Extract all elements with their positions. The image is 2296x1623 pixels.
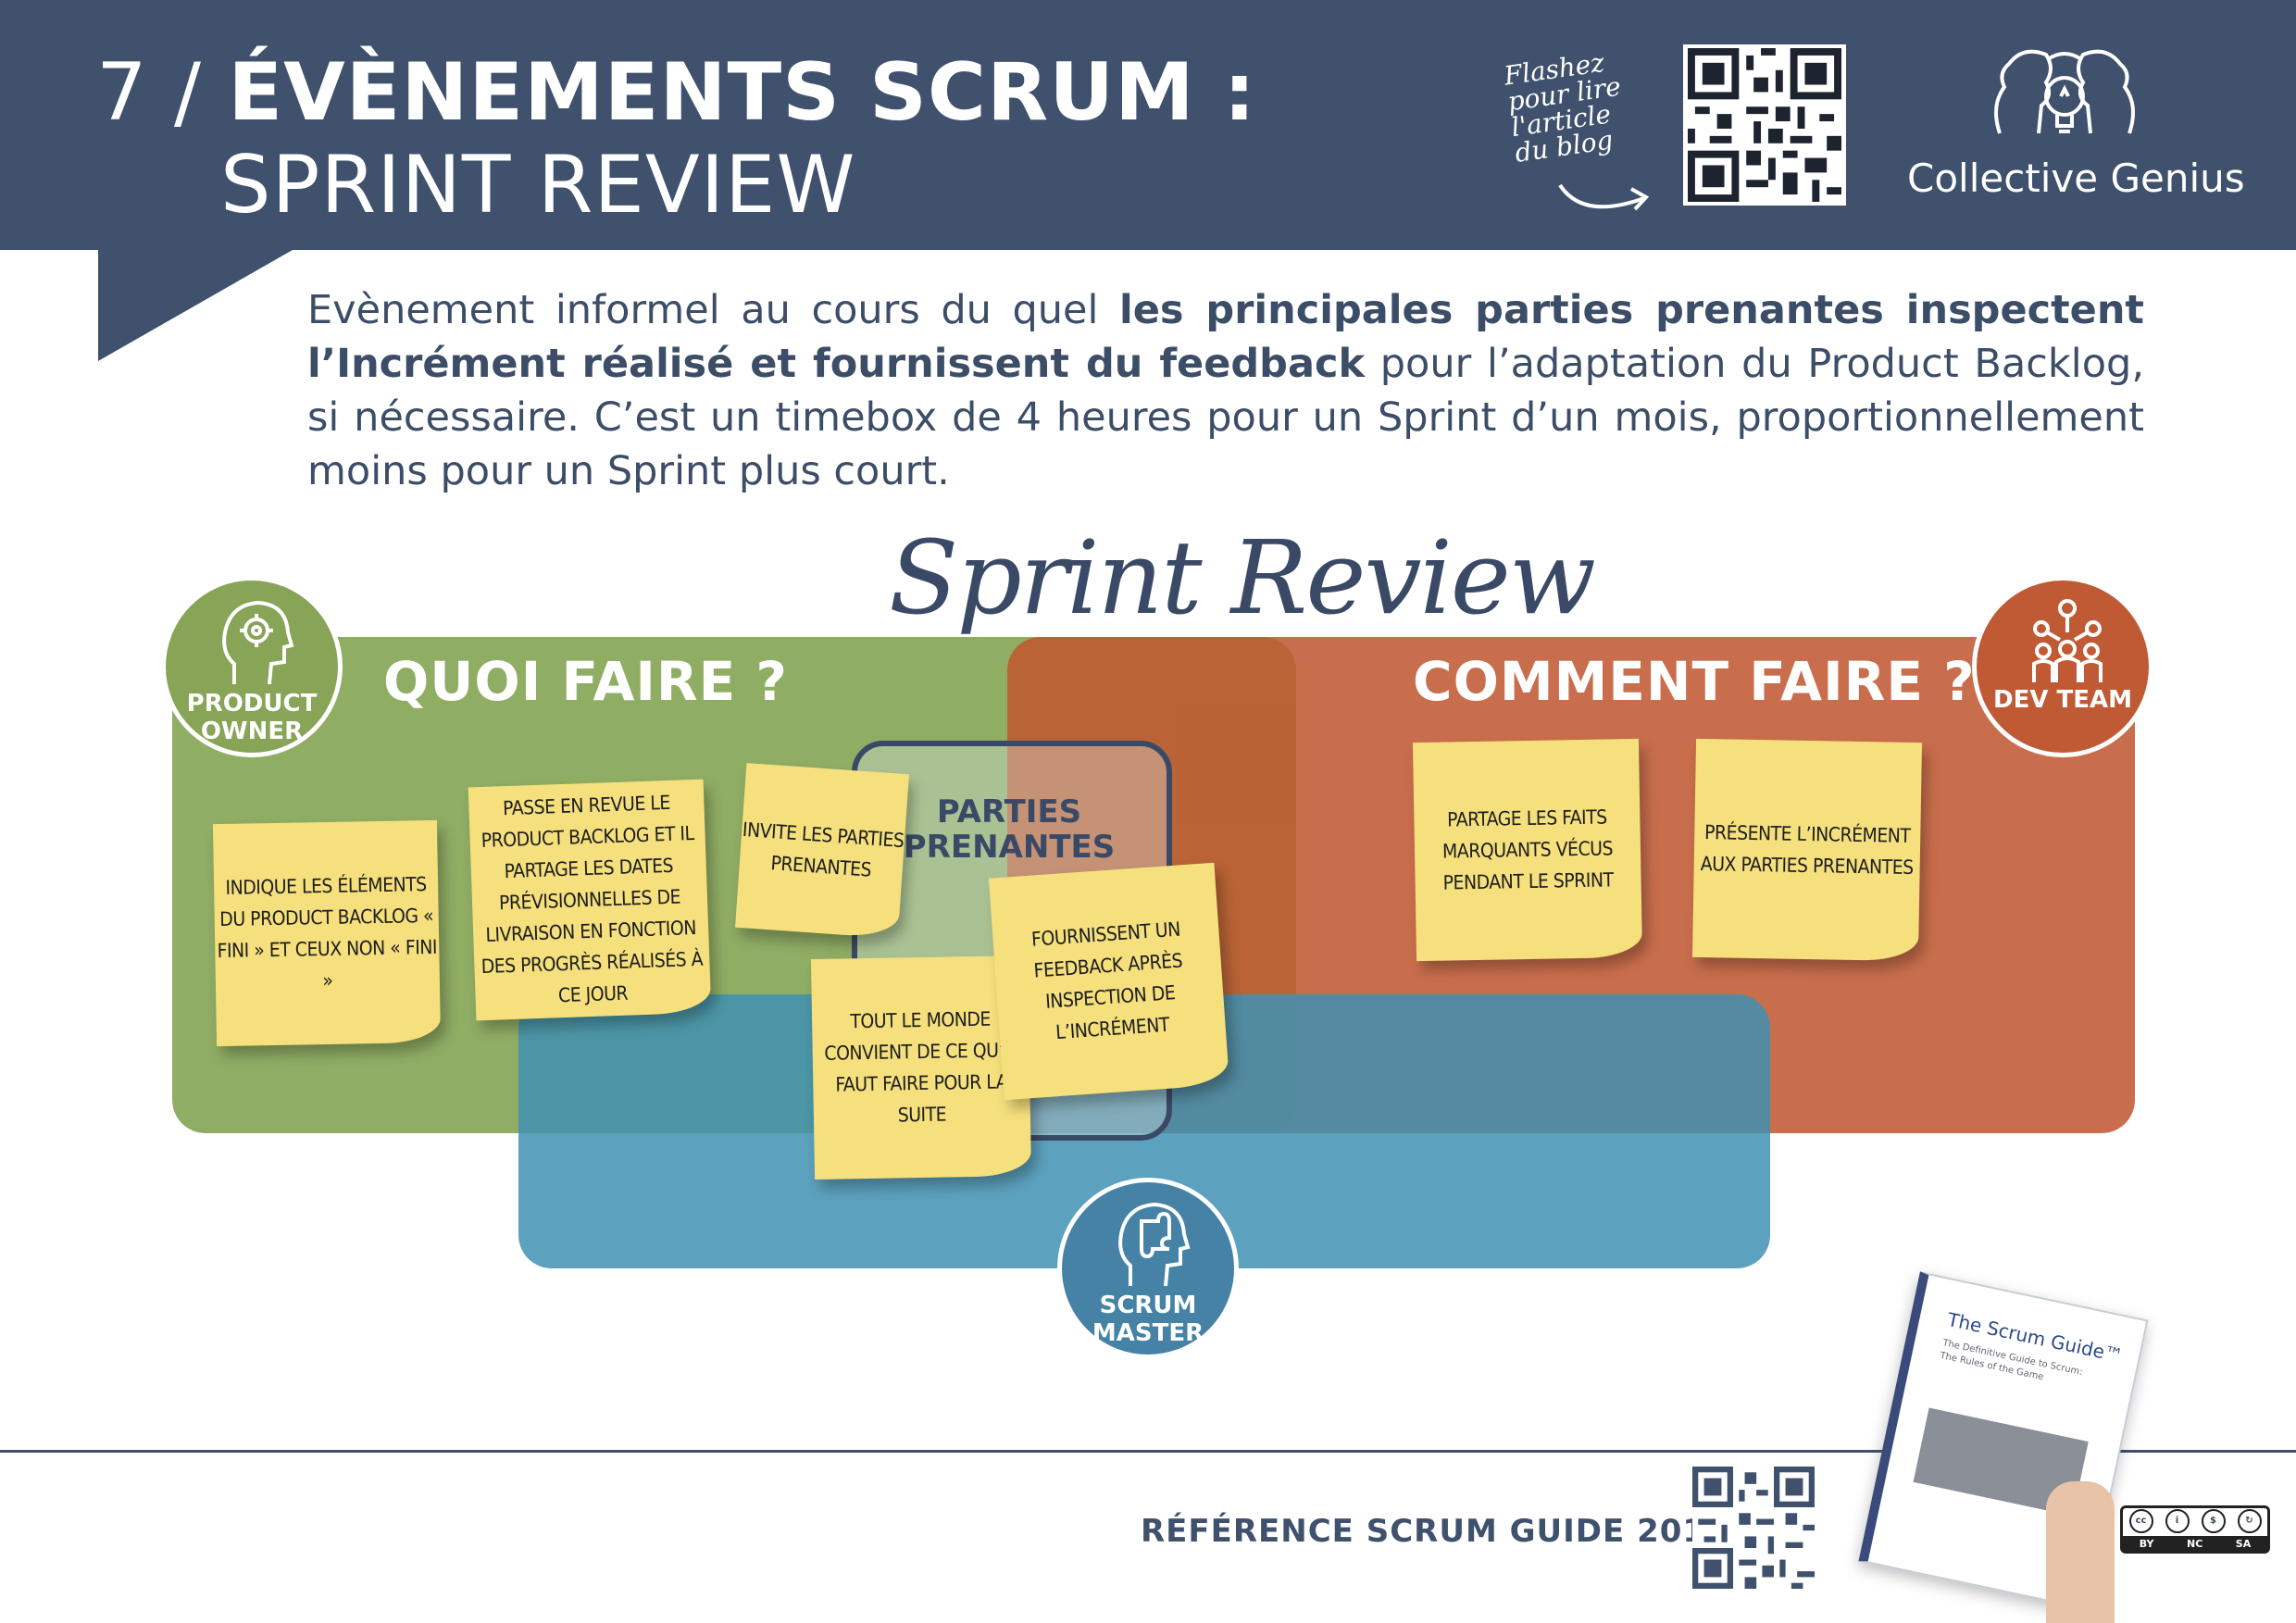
scrum-master-label: SCRUM MASTER bbox=[1092, 1292, 1204, 1347]
sticky-note-text: Indique les éléments du Product Backlog … bbox=[217, 873, 438, 993]
dev-team-label: DEV TEAM bbox=[1992, 686, 2132, 714]
sticky-note-text: Invite les parties prenantes bbox=[742, 818, 905, 881]
cc-icon: cc bbox=[2128, 1509, 2153, 1533]
collective-genius-logo-icon bbox=[1994, 49, 2135, 134]
comment-faire-title: COMMENT FAIRE ? bbox=[1413, 650, 1976, 713]
cc-icons: cc i $ ↻ bbox=[2123, 1508, 2267, 1534]
hand-image bbox=[2046, 1481, 2115, 1623]
sticky-note-text: Passe en revue le Product Backlog et il … bbox=[480, 791, 704, 1007]
page-subtitle: SPRINT REVIEW bbox=[220, 139, 856, 231]
sticky-note: Présente l’incrément aux parties prenant… bbox=[1691, 738, 1923, 962]
header-banner: 7 / ÉVÈNEMENTS SCRUM : SPRINT REVIEW Fla… bbox=[0, 0, 2296, 250]
scrum-master-badge: SCRUM MASTER bbox=[1057, 1178, 1239, 1359]
dev-team-badge: DEV TEAM bbox=[1972, 576, 2153, 757]
noncommercial-icon: $ bbox=[2201, 1509, 2226, 1533]
parties-prenantes-label: PARTIES PRENANTES bbox=[903, 793, 1116, 866]
intro-text: pour l’adaptation du Product Backlog, si… bbox=[307, 341, 2144, 494]
title-main: ÉVÈNEMENTS SCRUM : bbox=[228, 46, 1257, 139]
qr-code-icon bbox=[1688, 48, 1841, 202]
header-notch bbox=[98, 250, 293, 361]
curved-arrow-icon bbox=[1558, 183, 1650, 211]
sticky-note-text: Tout le monde convient de ce qu’il faut … bbox=[824, 1007, 1018, 1127]
team-network-icon bbox=[2032, 599, 2103, 682]
product-owner-label: PRODUCT OWNER bbox=[186, 690, 318, 745]
footer-divider bbox=[0, 1450, 2296, 1453]
creative-commons-badge[interactable]: cc i $ ↻ BY NC SA bbox=[2120, 1505, 2270, 1554]
cc-tag-sa: SA bbox=[2235, 1537, 2252, 1550]
quoi-faire-title: QUOI FAIRE ? bbox=[383, 650, 789, 713]
intro-highlight: les principales parties prenantes inspec… bbox=[307, 287, 2144, 387]
scrum-guide-reference: RÉFÉRENCE SCRUM GUIDE 2017 bbox=[1141, 1513, 1728, 1550]
cc-tag-nc: NC bbox=[2187, 1537, 2203, 1550]
head-gear-icon bbox=[222, 600, 294, 685]
sharealike-icon: ↻ bbox=[2237, 1509, 2262, 1533]
cc-tags: BY NC SA bbox=[2123, 1536, 2267, 1551]
sticky-note-text: Présente l’incrément aux parties prenant… bbox=[1700, 821, 1914, 880]
sticky-note-text: Fournissent un feedback après inspection… bbox=[1030, 918, 1183, 1044]
sticky-note: Partage les faits marquants vécus pendan… bbox=[1412, 738, 1643, 962]
cc-tag-by: BY bbox=[2139, 1537, 2154, 1550]
product-owner-badge: PRODUCT OWNER bbox=[161, 576, 343, 757]
qr-caption: Flashez pour lire l'article du blog bbox=[1503, 44, 1654, 169]
sticky-note: Fournissent un feedback après inspection… bbox=[988, 862, 1230, 1101]
diagram-title: Sprint Review bbox=[889, 518, 1596, 637]
attribution-icon: i bbox=[2165, 1509, 2190, 1533]
scrum-guide-qr-code[interactable] bbox=[1692, 1467, 1815, 1589]
head-puzzle-icon bbox=[1118, 1202, 1191, 1287]
sticky-note-text: Partage les faits marquants vécus pendan… bbox=[1441, 805, 1614, 894]
intro-text: Evènement informel au cours du quel bbox=[307, 287, 1120, 333]
title-number: 7 / bbox=[96, 46, 203, 139]
blog-qr-code[interactable] bbox=[1683, 44, 1846, 206]
qr-code-icon bbox=[1692, 1467, 1815, 1589]
brand-name: Collective Genius bbox=[1907, 156, 2245, 201]
sticky-note: Invite les parties prenantes bbox=[735, 763, 909, 939]
page-title: 7 / ÉVÈNEMENTS SCRUM : bbox=[96, 46, 1256, 139]
sticky-note: Indique les éléments du Product Backlog … bbox=[212, 819, 442, 1047]
intro-paragraph: Evènement informel au cours du quel les … bbox=[307, 283, 2144, 498]
sticky-note: Passe en revue le Product Backlog et il … bbox=[468, 779, 712, 1021]
